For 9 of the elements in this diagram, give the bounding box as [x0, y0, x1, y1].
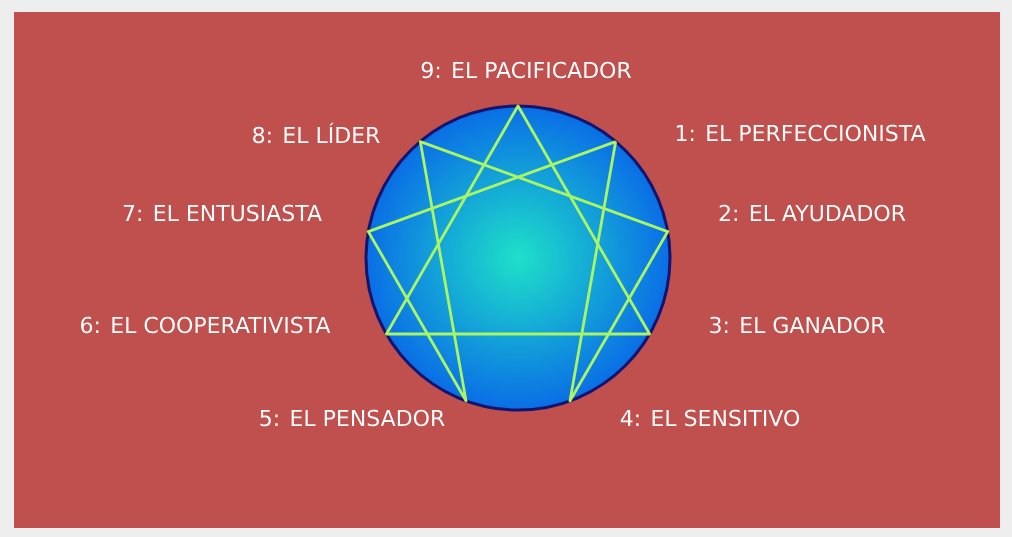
point-label: 6: EL COOPERATIVISTA: [81, 316, 331, 334]
point-label: 1: EL PERFECCIONISTA: [676, 124, 926, 142]
point-label: 2: EL AYUDADOR: [719, 204, 906, 222]
point-label: 4: EL SENSITIVO: [620, 409, 800, 427]
point-label: 9: EL PACIFICADOR: [421, 61, 632, 79]
point-label: 7: EL ENTUSIASTA: [123, 204, 322, 222]
point-label: 3: EL GANADOR: [710, 316, 885, 334]
point-label: 8: EL LÍDER: [253, 122, 380, 144]
point-label: 5: EL PENSADOR: [260, 409, 445, 427]
